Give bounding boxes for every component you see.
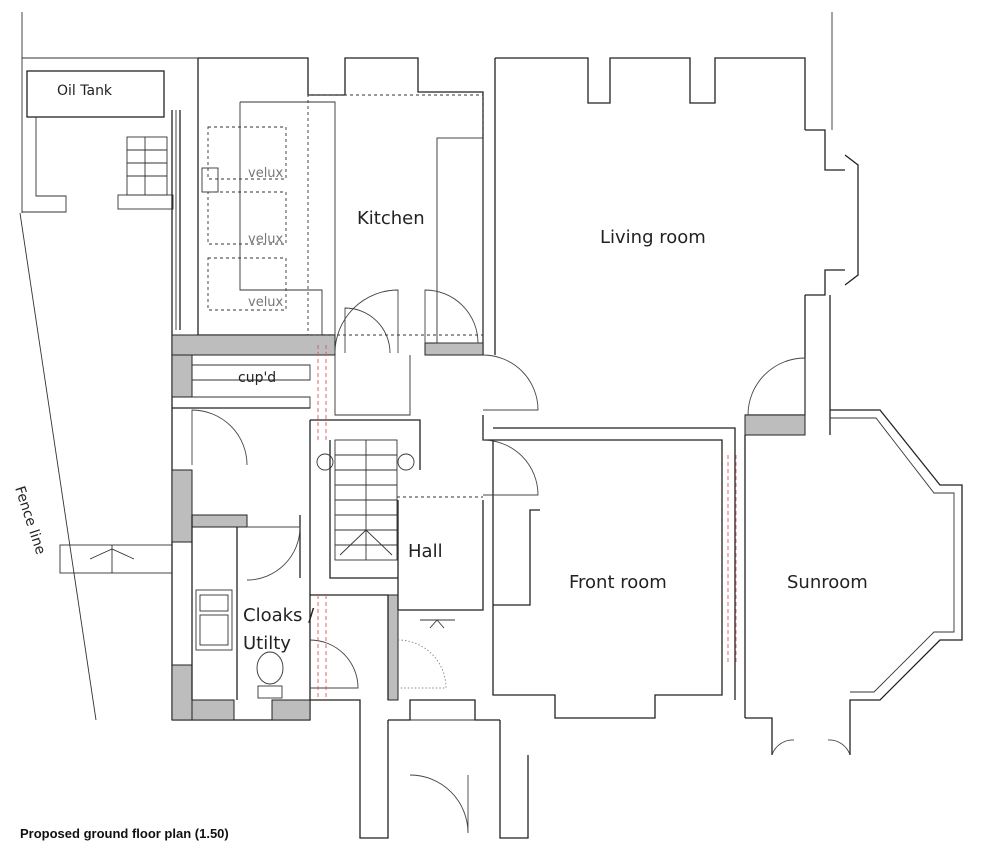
internal-walls <box>172 355 484 700</box>
cupboard-label: cup'd <box>238 370 276 386</box>
oil-tank: Oil Tank <box>22 70 165 213</box>
outer-walls <box>171 57 963 839</box>
staircase <box>316 439 483 561</box>
velux-label-2: velux <box>248 232 284 247</box>
room-label-cloaks-2: Utilty <box>243 633 291 654</box>
velux-label-1: velux <box>248 166 284 181</box>
site-boundary <box>19 12 833 721</box>
toilet-icon <box>256 651 284 699</box>
structural-lines <box>317 345 737 700</box>
side-gate <box>59 544 173 574</box>
room-label-hall: Hall <box>408 541 443 562</box>
velux-label-3: velux <box>248 295 284 310</box>
utility-fixtures <box>195 589 284 699</box>
fence-line-label: Fence line <box>11 484 48 556</box>
plan-caption: Proposed ground floor plan (1.50) <box>20 826 229 841</box>
kitchen-units: velux velux velux <box>201 94 484 344</box>
oil-tank-label: Oil Tank <box>57 83 113 99</box>
room-label-cloaks-1: Cloaks / <box>243 605 315 626</box>
room-label-front: Front room <box>569 572 667 593</box>
room-label-sunroom: Sunroom <box>787 572 868 593</box>
room-label-kitchen: Kitchen <box>357 208 425 229</box>
new-walls <box>171 334 806 721</box>
outside-steps <box>117 136 174 210</box>
room-label-living: Living room <box>600 227 706 248</box>
doors <box>191 289 851 834</box>
